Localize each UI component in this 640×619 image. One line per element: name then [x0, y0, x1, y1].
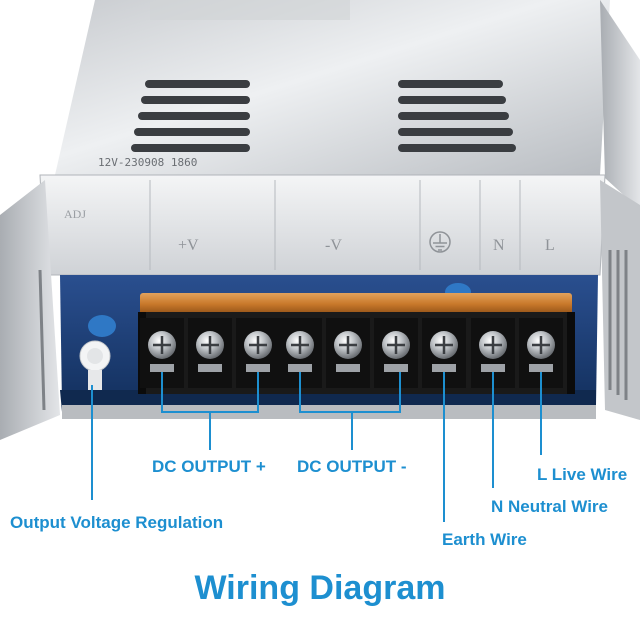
terminal-label-minus-v: -V — [325, 237, 342, 254]
terminal-clamp-plate — [481, 364, 505, 372]
terminal-clamp-plate — [150, 364, 174, 372]
page-title: Wiring Diagram — [194, 569, 446, 607]
leader-lines — [91, 372, 542, 522]
terminal-clamp-plate — [529, 364, 553, 372]
case-serial-text: 12V-230908 1860 — [98, 156, 197, 169]
terminal-label-plus-v: +V — [178, 237, 199, 254]
live-wire-label: L Live Wire — [537, 465, 628, 484]
terminal-label-l: L — [545, 237, 555, 254]
voltage-regulation-label: Output Voltage Regulation — [10, 513, 224, 532]
neutral-wire-label: N Neutral Wire — [491, 497, 608, 516]
terminal-clamp-plate — [288, 364, 312, 372]
earth-symbol-icon — [429, 231, 451, 253]
terminal-clamp-plate — [336, 364, 360, 372]
terminal-barrier-strip — [140, 293, 572, 315]
terminal-label-n: N — [493, 237, 505, 254]
adj-label: ADJ — [64, 207, 86, 221]
terminal-clamp-plate — [384, 364, 408, 372]
terminal-clamp-plate — [246, 364, 270, 372]
vent-slots-right — [398, 80, 516, 152]
potentiometer-knob — [79, 340, 111, 372]
earth-wire-label: Earth Wire — [442, 530, 527, 549]
terminal-screws — [140, 318, 563, 388]
terminal-clamp-plate — [432, 364, 456, 372]
dc-output-minus-label: DC OUTPUT - — [297, 457, 407, 476]
terminal-clamp-plate — [198, 364, 222, 372]
vent-slots-left — [131, 80, 250, 152]
dc-output-plus-label: DC OUTPUT + — [152, 457, 266, 476]
